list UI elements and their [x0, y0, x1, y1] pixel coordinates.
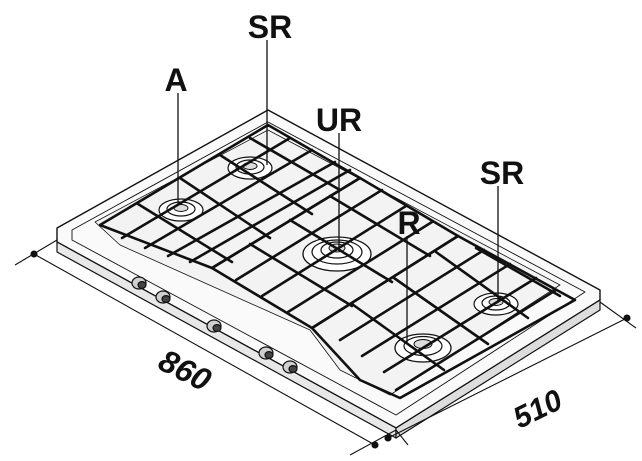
label-sr-right: SR: [480, 155, 524, 191]
label-a: A: [164, 62, 187, 98]
middle-grate-cross-1: [248, 242, 354, 308]
depth-dimension-line: [387, 317, 628, 439]
width-dimension-line: [33, 253, 376, 446]
depth-dimension-label: 510: [508, 384, 568, 436]
label-ur: UR: [316, 102, 362, 138]
left-grate-bar-4: [188, 168, 352, 264]
knob-5: [282, 360, 298, 374]
right-grate-bar-2: [360, 262, 512, 358]
left-grate-bar-1: [120, 136, 292, 240]
knob-1: [131, 276, 147, 290]
width-dim-dot-left: [30, 250, 38, 258]
right-grate-bar-1: [338, 248, 486, 342]
middle-grate-bar-2: [260, 204, 408, 298]
hob-right-face: [395, 299, 601, 439]
right-grate-cross-3: [434, 250, 530, 320]
right-grate-bar-4: [394, 288, 558, 392]
left-grate-cross-2: [178, 176, 272, 240]
middle-grate-cross-2: [288, 218, 394, 284]
dimension-width: [14, 239, 397, 456]
right-grate-cross-2: [392, 276, 490, 346]
right-grate-cross-1: [350, 302, 446, 372]
left-grate-cross-3: [218, 153, 314, 216]
pan-supports: [98, 123, 577, 400]
left-grate-cross-4: [248, 136, 342, 192]
depth-dim-dot-left: [384, 434, 392, 442]
label-sr-rear: SR: [248, 9, 292, 45]
right-grate-cross-4: [474, 246, 562, 298]
label-r: R: [397, 205, 420, 241]
leader-lines: [177, 40, 499, 343]
left-grate-cross-1: [136, 202, 234, 264]
control-knobs: [131, 276, 298, 374]
middle-grate-cross-3: [328, 194, 432, 258]
left-grate-bar-2: [143, 148, 314, 250]
knob-2: [155, 290, 171, 304]
width-dimension-label: 860: [153, 342, 217, 398]
knob-4: [258, 346, 274, 360]
burner-labels: A SR UR R SR: [164, 9, 524, 241]
width-dim-dot-right: [371, 441, 379, 449]
hob-inner-panel: [71, 121, 586, 416]
depth-extension-right: [599, 301, 637, 329]
middle-grate-bar-1: [234, 188, 384, 282]
middle-grate-bar-3: [286, 220, 434, 314]
knob-3: [206, 319, 222, 333]
depth-dim-dot-right: [623, 314, 631, 322]
right-grate-frame: [310, 234, 577, 400]
dimension-depth: [384, 301, 637, 446]
